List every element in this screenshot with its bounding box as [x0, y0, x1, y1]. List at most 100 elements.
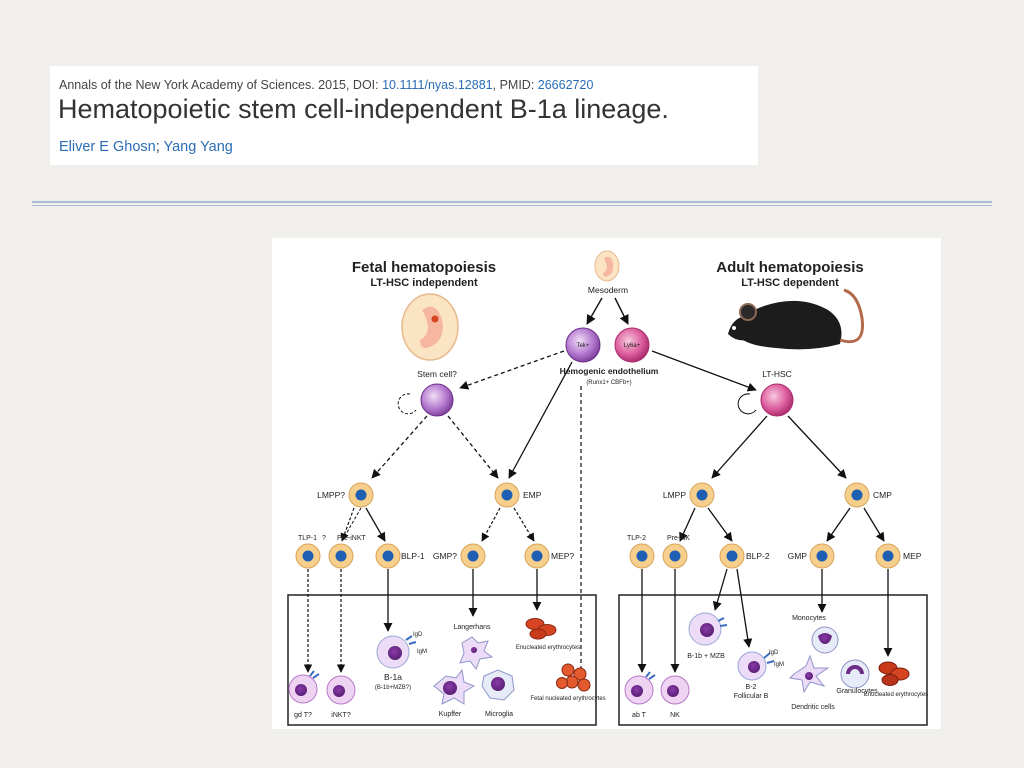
stem-cell-label: Stem cell? — [417, 369, 457, 379]
arrow — [508, 361, 573, 479]
author-link[interactable]: Eliver E Ghosn — [59, 139, 156, 155]
gmp-q-label: GMP? — [433, 551, 457, 561]
doi-link[interactable]: 10.1111/nyas.12881 — [382, 78, 493, 92]
arrow — [459, 350, 565, 390]
cmp-label: CMP — [873, 490, 892, 500]
ly6a-cell — [614, 327, 650, 363]
progenitor-cell — [719, 543, 745, 569]
igd-label: IgD — [413, 632, 423, 638]
langerhans-label: Langerhans — [454, 624, 491, 631]
nk-cell — [660, 675, 690, 705]
pmid-link[interactable]: 26662720 — [537, 78, 594, 92]
mep-q-label: MEP? — [551, 551, 574, 561]
kupffer-label: Kupffer — [439, 711, 462, 718]
arrow — [711, 415, 768, 479]
progenitor-cell — [809, 543, 835, 569]
citation-card: Annals of the New York Academy of Scienc… — [50, 66, 758, 165]
arrow — [371, 415, 428, 479]
progenitor-cell — [629, 543, 655, 569]
arrow — [679, 507, 696, 542]
inkt-label: iNKT? — [331, 712, 351, 719]
fetal-subtitle: LT-HSC independent — [370, 277, 478, 289]
microglia-label: Microglia — [485, 711, 513, 718]
arrow — [614, 297, 629, 325]
arrow — [447, 415, 499, 479]
granulocyte-cell — [840, 659, 870, 689]
self-renewal-arrow — [737, 393, 757, 415]
follicular-b-label: Follicular B — [734, 693, 769, 700]
arrow — [513, 507, 535, 542]
tlp2-label: TLP-2 — [627, 535, 646, 542]
arrow — [365, 507, 386, 542]
arrow — [707, 507, 733, 542]
paper-title: Hematopoietic stem cell-independent B-1a… — [58, 94, 669, 124]
mouse-icon — [728, 288, 865, 350]
granulocytes-label: Granulocytes — [836, 688, 878, 695]
mesoderm-embryo-icon — [594, 250, 620, 282]
arrow — [787, 415, 847, 479]
enucleated-label: Enucleated erythrocytes — [516, 645, 580, 651]
igd-label-2: IgD — [769, 650, 779, 656]
mep-label: MEP — [903, 551, 922, 561]
progenitor-cell — [844, 482, 870, 508]
mesoderm-label: Mesoderm — [588, 285, 628, 295]
progenitor-cell — [328, 543, 354, 569]
b1b-mzb-cell — [688, 612, 728, 646]
lmpp-q-label: LMPP? — [317, 490, 345, 500]
b1a-label: B-1a — [384, 672, 402, 682]
fetal-title: Fetal hematopoiesis — [352, 259, 496, 276]
progenitor-cell — [295, 543, 321, 569]
arrow — [651, 350, 757, 392]
ab-t-label: ab T — [632, 712, 647, 719]
b1a-sub-label: (B-1b+MZB?) — [375, 685, 411, 691]
progenitor-cell — [689, 482, 715, 508]
pmid-prefix: , PMID: — [492, 78, 538, 92]
gd-t-cell — [288, 670, 320, 704]
lmpp-label: LMPP — [663, 490, 686, 500]
blp2-label: BLP-2 — [746, 551, 770, 561]
blp1-label: BLP-1 — [401, 551, 425, 561]
monocyte-cell — [811, 626, 839, 654]
adult-erythrocyte-cluster — [878, 661, 910, 686]
progenitor-cell — [494, 482, 520, 508]
pre-inkt-label: Pre-iNKT — [337, 535, 367, 542]
ab-t-cell — [624, 671, 656, 705]
langerhans-cell — [459, 636, 494, 671]
authors-line: Eliver E Ghosn; Yang Yang — [59, 139, 233, 155]
fetal-output-box — [287, 594, 597, 726]
tek-label: Tek+ — [577, 343, 590, 349]
progenitor-cell — [524, 543, 550, 569]
dendritic-cell — [788, 654, 830, 694]
arrow — [712, 568, 728, 611]
nk-label: NK — [670, 712, 680, 719]
embryo-icon — [401, 293, 459, 361]
author-link[interactable]: Yang Yang — [163, 139, 233, 155]
arrow — [586, 297, 603, 325]
inkt-cell — [326, 675, 356, 705]
adult-output-box — [618, 594, 928, 726]
stem-cell — [420, 383, 454, 417]
q-label: ? — [322, 535, 326, 542]
b2-label: B-2 — [746, 684, 757, 691]
arrow — [863, 507, 885, 542]
progenitor-cell — [460, 543, 486, 569]
hemogenic-label: Hemogenic endothelium — [560, 366, 659, 376]
b1b-mzb-label: B-1b + MZB — [687, 653, 725, 660]
monocytes-label: Monocytes — [792, 615, 826, 622]
divider-line — [32, 201, 992, 203]
hemogenic-markers: (Runx1+ CBFb+) — [586, 380, 631, 386]
erythrocyte-cluster — [525, 618, 557, 640]
arrow — [341, 507, 362, 542]
pre-nk-label: Pre-NK — [667, 535, 690, 542]
journal-line: Annals of the New York Academy of Scienc… — [59, 78, 593, 92]
gd-t-label: gd T? — [294, 712, 312, 719]
arrow — [481, 507, 501, 542]
adult-enucleated-label: Enucleated erythrocytes — [864, 692, 928, 698]
self-renewal-arrow — [397, 393, 417, 415]
tek-cell — [565, 327, 601, 363]
author-separator: ; — [155, 139, 164, 155]
journal-prefix: Annals of the New York Academy of Scienc… — [59, 78, 383, 92]
igm-label-2: IgM — [774, 662, 784, 668]
lt-hsc-cell — [760, 383, 794, 417]
igm-label: IgM — [417, 649, 427, 655]
